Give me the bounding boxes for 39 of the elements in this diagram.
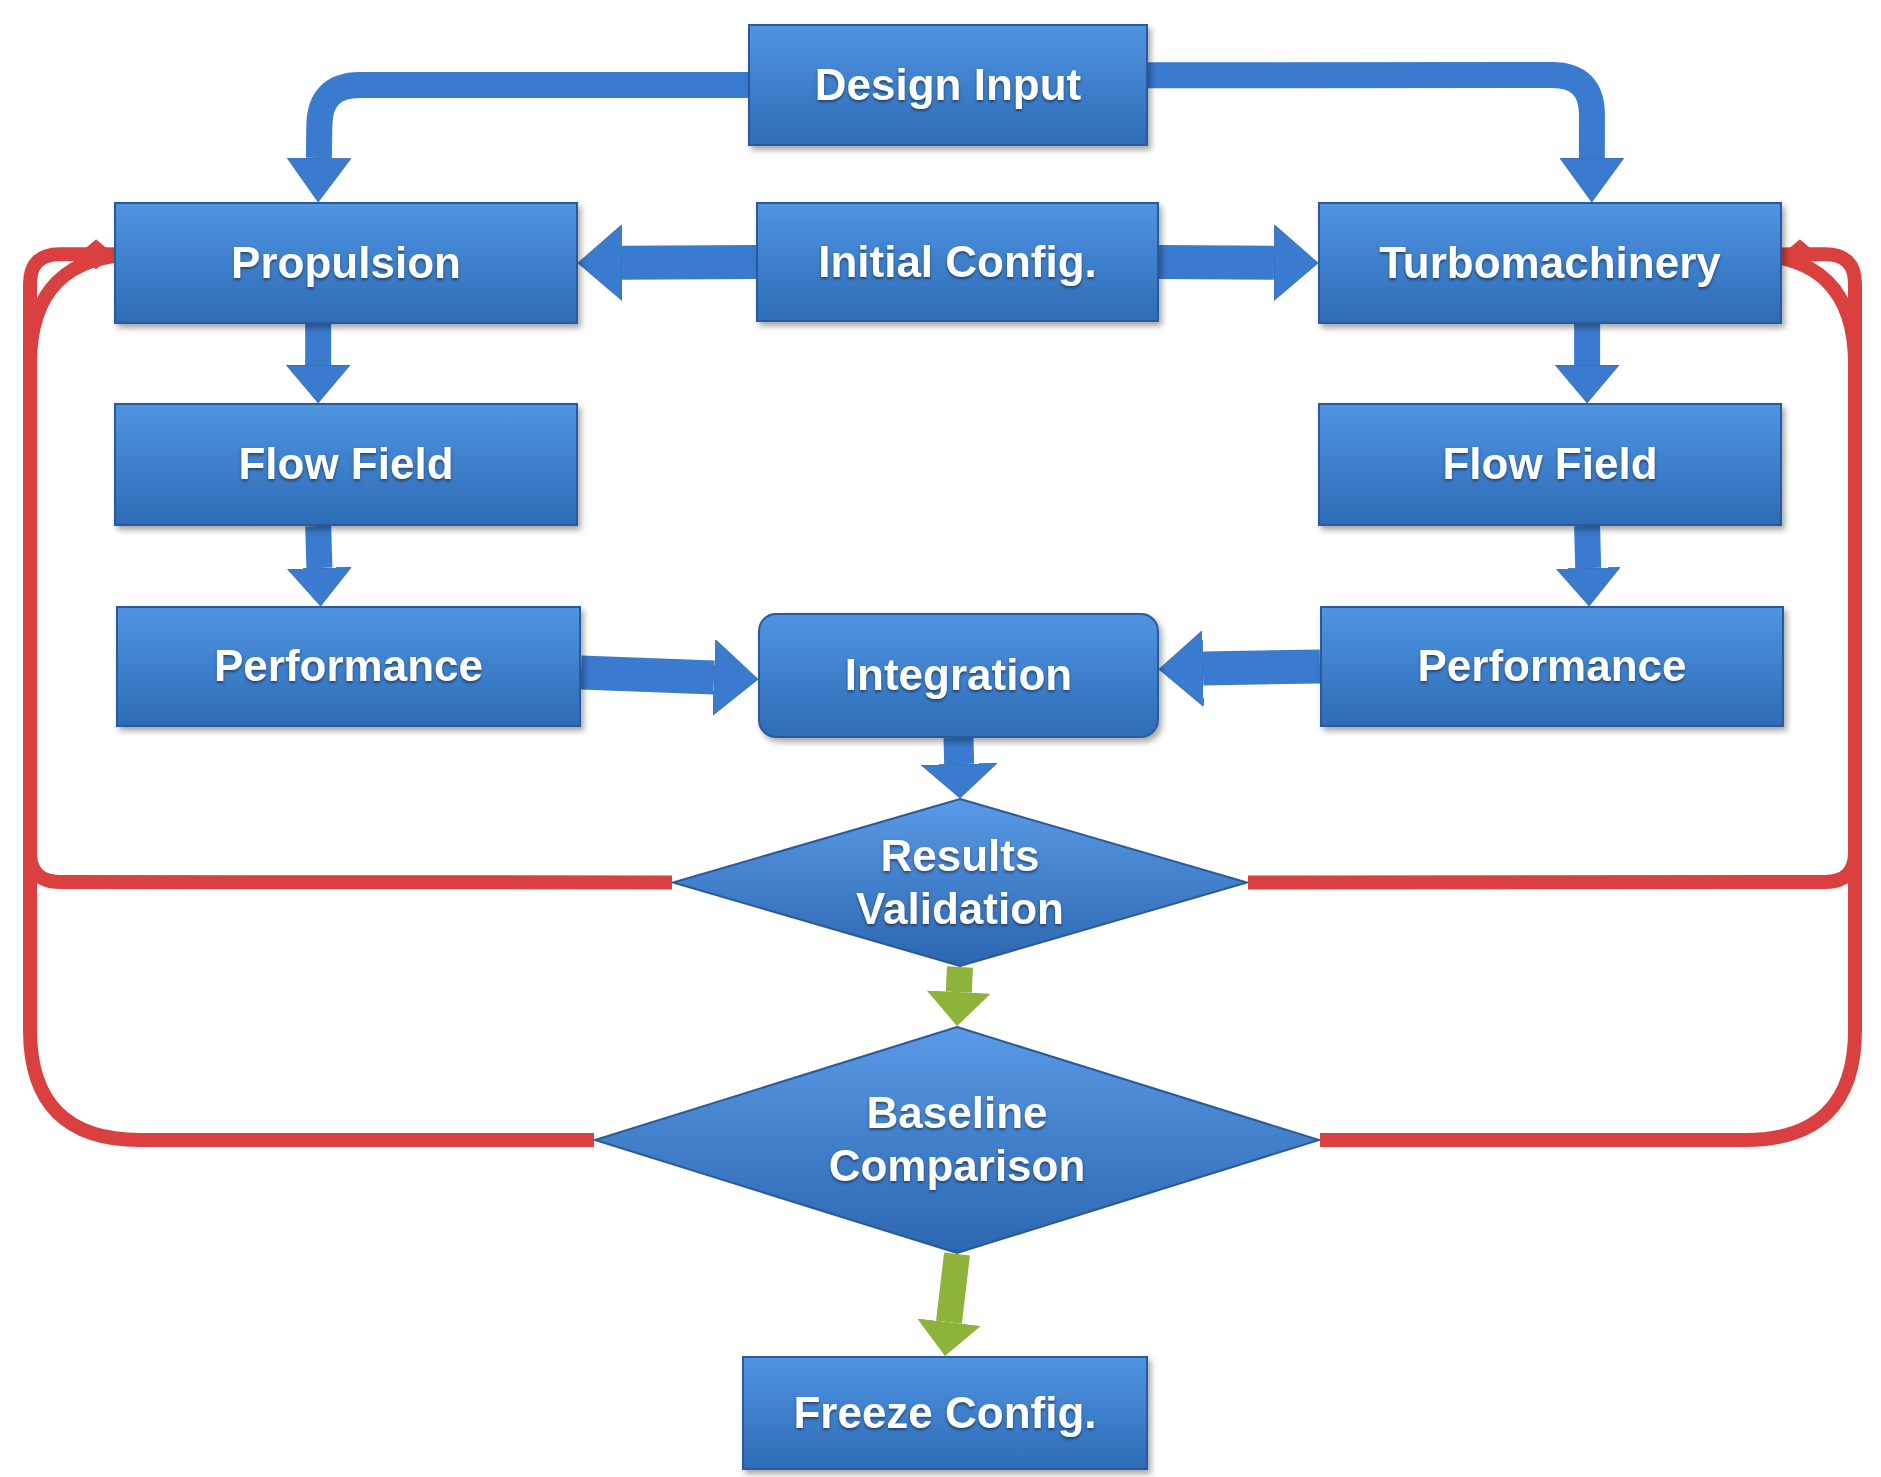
node-label: Flow Field <box>238 438 454 491</box>
node-label: Integration <box>844 649 1073 702</box>
process-box <box>748 24 1148 146</box>
arrow <box>1320 238 1862 1147</box>
process-box <box>114 403 578 526</box>
process-box <box>1320 606 1784 727</box>
process-box <box>1318 403 1782 526</box>
arrow <box>286 72 748 203</box>
arrow <box>1554 324 1620 404</box>
process-box <box>116 606 581 727</box>
arrow <box>916 1252 982 1357</box>
node-label: Performance <box>214 640 483 693</box>
arrow <box>926 966 992 1027</box>
node-label: Flow Field <box>1442 438 1658 491</box>
node-label: Baseline Comparison <box>827 1087 1087 1192</box>
arrow <box>1248 238 1862 890</box>
process-box <box>114 202 578 324</box>
arrow <box>1555 525 1621 607</box>
arrow <box>286 525 352 607</box>
node-label: Freeze Config. <box>793 1386 1097 1439</box>
arrow <box>1148 62 1625 203</box>
node-label: Turbomachinery <box>1379 236 1721 289</box>
arrow <box>577 224 757 302</box>
node-label: Performance <box>1417 640 1687 693</box>
arrow <box>580 639 759 717</box>
node-label: Initial Config. <box>818 235 1097 288</box>
process-box <box>758 613 1159 738</box>
arrow <box>285 324 351 404</box>
arrow <box>23 238 594 1147</box>
arrow <box>920 737 998 799</box>
arrow <box>23 238 672 890</box>
node-label: Results Validation <box>855 829 1065 935</box>
node-label: Design Input <box>814 58 1082 111</box>
arrow <box>1158 224 1319 302</box>
process-box <box>1318 202 1782 324</box>
process-box <box>756 202 1159 322</box>
process-box <box>742 1356 1148 1470</box>
node-label: Propulsion <box>231 236 461 289</box>
arrow <box>1158 630 1321 707</box>
